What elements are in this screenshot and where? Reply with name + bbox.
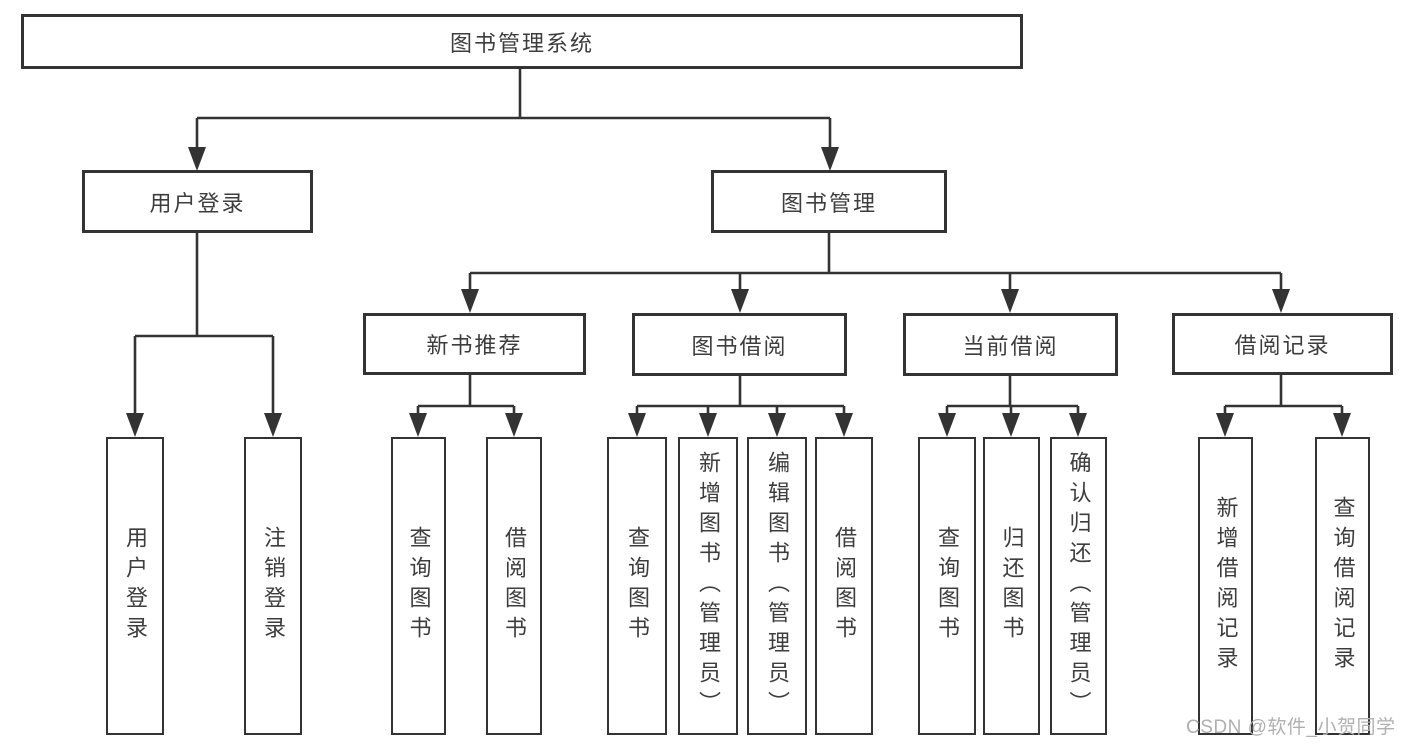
node-root: 图书管理系统: [21, 14, 1023, 69]
node-borrow-records: 借阅记录: [1172, 313, 1393, 375]
node-new-book-recommend: 新书推荐: [363, 313, 586, 375]
leaf-logout-label: 注销登录: [261, 526, 286, 646]
leaf-add-book-admin: 新增图书（管理员）: [678, 437, 738, 735]
leaf-query-books-borrowing-label: 查询图书: [625, 526, 650, 646]
node-book-borrowing-label: 图书借阅: [691, 333, 788, 359]
node-book-management: 图书管理: [711, 170, 947, 233]
leaf-borrow-books-borrowing-label: 借阅图书: [832, 526, 857, 646]
leaf-return-book-label: 归还图书: [999, 526, 1025, 646]
leaf-query-books-recommend-label: 查询图书: [406, 526, 432, 646]
node-new-book-recommend-label: 新书推荐: [426, 333, 523, 358]
leaf-query-books-recommend: 查询图书: [391, 437, 446, 735]
leaf-user-login: 用户登录: [106, 437, 164, 735]
node-user-login: 用户登录: [82, 170, 313, 233]
node-current-borrowing-label: 当前借阅: [962, 333, 1059, 359]
leaf-edit-book-admin-label: 编辑图书（管理员）: [765, 451, 790, 721]
leaf-query-borrow-record: 查询借阅记录: [1315, 437, 1370, 735]
leaf-borrow-books-borrowing: 借阅图书: [815, 437, 873, 735]
node-book-management-label: 图书管理: [780, 190, 877, 216]
leaf-confirm-return-admin-label: 确认归还（管理员）: [1066, 451, 1092, 721]
leaf-return-book: 归还图书: [983, 437, 1040, 735]
watermark: CSDN @软件_小贺同学: [1186, 717, 1396, 738]
leaf-query-books-current: 查询图书: [918, 437, 976, 735]
leaf-borrow-books-recommend-label: 借阅图书: [502, 526, 527, 646]
leaf-user-login-label: 用户登录: [123, 526, 148, 646]
leaf-add-borrow-record: 新增借阅记录: [1198, 437, 1253, 735]
leaf-add-borrow-record-label: 新增借阅记录: [1213, 496, 1239, 676]
leaf-query-books-borrowing: 查询图书: [607, 437, 667, 735]
leaf-borrow-books-recommend: 借阅图书: [486, 437, 542, 735]
leaf-query-borrow-record-label: 查询借阅记录: [1330, 496, 1356, 676]
node-book-borrowing: 图书借阅: [632, 313, 847, 376]
node-root-label: 图书管理系统: [449, 30, 594, 56]
leaf-confirm-return-admin: 确认归还（管理员）: [1050, 437, 1107, 735]
leaf-query-books-current-label: 查询图书: [935, 526, 960, 646]
leaf-logout: 注销登录: [244, 437, 302, 735]
leaf-edit-book-admin: 编辑图书（管理员）: [747, 437, 807, 735]
node-borrow-records-label: 借阅记录: [1234, 333, 1331, 358]
node-user-login-label: 用户登录: [149, 190, 246, 216]
node-current-borrowing: 当前借阅: [903, 313, 1118, 376]
leaf-add-book-admin-label: 新增图书（管理员）: [696, 451, 721, 721]
